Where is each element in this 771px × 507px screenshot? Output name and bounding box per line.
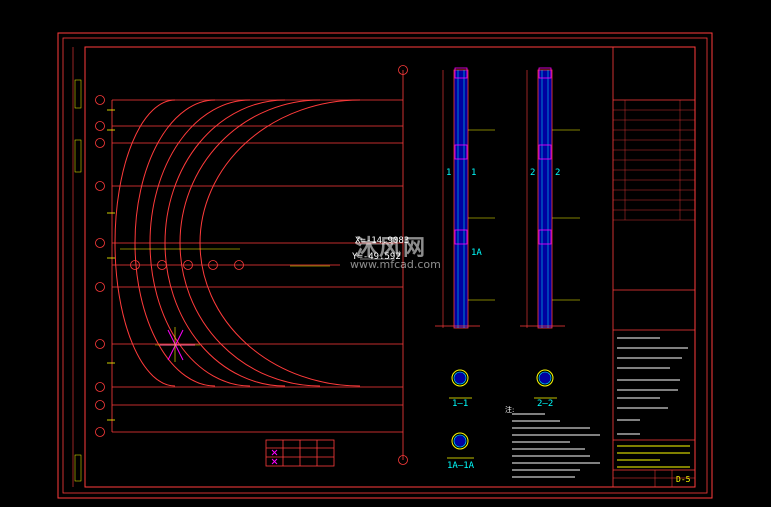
title-block-bottom — [613, 445, 695, 487]
title-block-grid — [613, 100, 695, 221]
col2-label-right: 2 — [555, 168, 561, 178]
coordinate-readout — [360, 243, 395, 260]
section-2-2-label: 2—2 — [537, 399, 554, 409]
legend-marks — [271, 449, 278, 465]
coord-x-label: X=-14.9083 — [355, 236, 410, 246]
dimension-tags — [107, 109, 115, 421]
plan-arcs — [114, 99, 361, 387]
title-block-text-lines — [617, 337, 688, 435]
outer-frame — [57, 32, 713, 499]
radial-axis — [112, 248, 340, 270]
inner-frame — [62, 37, 708, 494]
watermark-text: 沐风网 — [355, 236, 428, 261]
col2-label-left: 2 — [530, 168, 536, 178]
notes-lines — [512, 413, 600, 478]
section-1-1 — [449, 369, 472, 399]
column-elevation-1 — [435, 67, 495, 329]
axis-bubbles-left — [95, 65, 408, 465]
column-marker — [155, 327, 200, 362]
sheet-number: D-5 — [676, 475, 691, 484]
column-elevation-2 — [520, 67, 580, 329]
drawing-frame — [84, 46, 696, 488]
col1a-label: 1A — [471, 248, 482, 258]
section-1a-1a-label: 1A—1A — [447, 461, 475, 471]
col1-label-left: 1 — [446, 168, 452, 178]
plan-grid — [111, 70, 404, 460]
coord-y-label: Y=-49.592 — [352, 252, 401, 262]
section-2-2 — [534, 369, 557, 399]
legend-table — [265, 439, 335, 467]
title-block — [612, 47, 695, 487]
section-1-1-label: 1—1 — [452, 399, 469, 409]
notes-heading: 注: — [505, 406, 515, 414]
col1-label-right: 1 — [471, 168, 477, 178]
watermark-url: www.mfcad.com — [350, 258, 441, 271]
section-1a-1a — [447, 432, 474, 459]
left-margin-stamp — [74, 79, 82, 482]
